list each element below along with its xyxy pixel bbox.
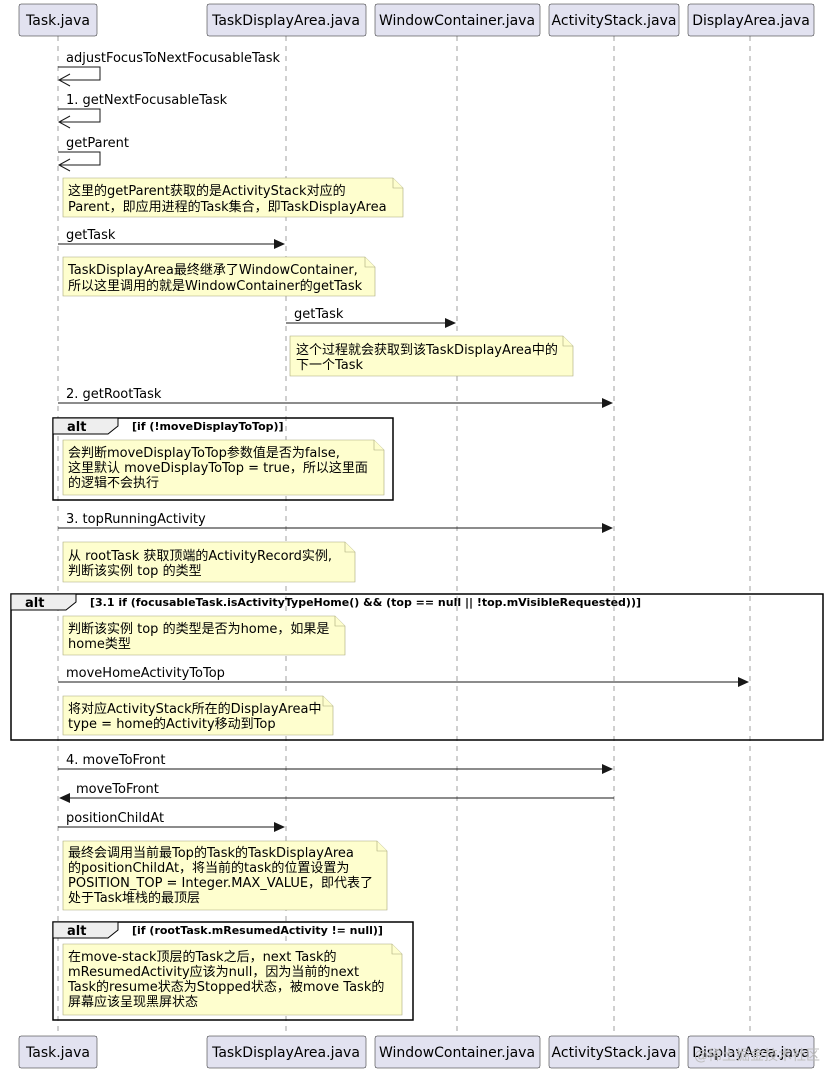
note-line: mResumedActivity应该为null，因为当前的next [68,964,359,980]
alt-fragment-move-display: alt [if (!moveDisplayToTop)] 会判断moveDisp… [52,417,394,501]
alt-title: alt [67,924,86,939]
alt-title: alt [25,596,44,611]
alt-title: alt [67,420,86,435]
watermark: @稀土掘金技术社区 [694,1048,820,1064]
note-line: 这里的getParent获取的是ActivityStack对应的 [68,183,346,199]
participant-activitystack-top: ActivityStack.java [548,3,680,37]
note-line: 屏幕应该呈现黑屏状态 [68,994,198,1010]
participant-task-bottom: Task.java [18,1035,98,1069]
message-label: getParent [66,136,129,151]
message-get-task-2: getTask [286,307,456,328]
participant-label: WindowContainer.java [379,13,535,29]
message-move-to-front-return: moveToFront [59,782,614,803]
participant-label: ActivityStack.java [552,1045,677,1061]
participant-task-top: Task.java [18,3,98,37]
note-line: 在move-stack顶层的Task之后，next Task的 [68,949,337,965]
message-adjust-focus: adjustFocusToNextFocusableTask [57,51,281,87]
note-line: 将对应ActivityStack所在的DisplayArea中 [68,701,321,717]
participant-taskdisplayarea-bottom: TaskDisplayArea.java [206,1035,367,1069]
message-get-parent: getParent [57,136,129,172]
message-label: moveToFront [76,782,159,797]
note-line: 最终会调用当前最Top的Task的TaskDisplayArea [68,845,354,861]
participant-label: TaskDisplayArea.java [211,1045,360,1061]
note-line: 从 rootTask 获取顶端的ActivityRecord实例, [68,548,332,564]
participant-taskdisplayarea-top: TaskDisplayArea.java [206,3,367,37]
alt-fragment-home: alt [3.1 if (focusableTask.isActivityTyp… [10,593,824,741]
message-label: getTask [66,228,116,243]
participant-label: DisplayArea.java [692,13,810,29]
message-move-home-activity: moveHomeActivityToTop [58,666,749,687]
note-line: TaskDisplayArea最终继承了WindowContainer, [67,262,358,278]
note-line: Parent，即应用进程的Task集合，即TaskDisplayArea [68,199,387,215]
note-line: 判断该实例 top 的类型是否为home，如果是 [68,621,329,637]
participant-activitystack-bottom: ActivityStack.java [548,1035,680,1069]
message-get-root-task: 2. getRootTask [58,387,613,408]
message-label: moveHomeActivityToTop [66,666,225,681]
participant-label: ActivityStack.java [552,13,677,29]
note-next-task: 这个过程就会获取到该TaskDisplayArea中的 下一个Task [289,335,574,377]
participant-label: TaskDisplayArea.java [211,13,360,29]
message-label: adjustFocusToNextFocusableTask [66,51,281,66]
message-label: positionChildAt [66,811,164,826]
alt-condition: [if (!moveDisplayToTop)] [132,420,284,433]
message-get-next-focusable-task: 1. getNextFocusableTask [57,93,228,129]
participant-windowcontainer-top: WindowContainer.java [374,3,541,37]
participant-label: DisplayArea.java [692,1045,810,1061]
alt-condition: [if (rootTask.mResumedActivity != null)] [132,924,383,937]
note-taskdisplayarea-inherit: TaskDisplayArea最终继承了WindowContainer, 所以这… [62,256,376,297]
message-label: 2. getRootTask [66,387,162,402]
message-label: 1. getNextFocusableTask [66,93,228,108]
message-top-running-activity: 3. topRunningActivity [58,512,613,533]
alt-fragment-resumed: alt [if (rootTask.mResumedActivity != nu… [52,921,414,1021]
message-label: getTask [294,307,344,322]
message-move-to-front: 4. moveToFront [58,753,613,774]
note-line: 这个过程就会获取到该TaskDisplayArea中的 [296,342,558,358]
participant-label: WindowContainer.java [379,1045,535,1061]
note-line: home类型 [68,637,131,652]
message-label: 4. moveToFront [66,753,165,768]
note-line: 所以这里调用的就是WindowContainer的getTask [68,278,363,294]
note-line: 下一个Task [296,358,364,373]
message-label: 3. topRunningActivity [66,512,206,527]
note-position-child: 最终会调用当前最Top的Task的TaskDisplayArea 的positi… [62,840,388,911]
alt-condition: [3.1 if (focusableTask.isActivityTypeHom… [90,596,641,609]
note-line: 判断该实例 top 的类型 [68,563,202,579]
participant-displayarea-bottom: DisplayArea.java [687,1035,815,1069]
note-line: POSITION_TOP = Integer.MAX_VALUE，即代表了 [68,876,373,891]
note-line: 的positionChildAt，将当前的task的位置设置为 [68,860,349,876]
message-get-task-1: getTask [58,228,285,249]
participant-displayarea-top: DisplayArea.java [687,3,815,37]
participant-windowcontainer-bottom: WindowContainer.java [374,1035,541,1069]
note-getparent: 这里的getParent获取的是ActivityStack对应的 Parent，… [62,177,404,218]
note-line: 处于Task堆栈的最顶层 [68,890,200,906]
note-line: 这里默认 moveDisplayToTop = true，所以这里面 [68,460,368,476]
note-line: 的逻辑不会执行 [68,475,159,491]
message-position-child-at: positionChildAt [58,811,285,832]
note-root-task-top: 从 rootTask 获取顶端的ActivityRecord实例, 判断该实例 … [62,541,356,583]
participant-label: Task.java [25,13,90,29]
note-line: Task的resume状态为Stopped状态，被move Task的 [67,979,384,995]
participant-label: Task.java [25,1045,90,1061]
note-line: 会判断moveDisplayToTop参数值是否为false, [68,445,340,461]
note-line: type = home的Activity移动到Top [68,716,276,732]
